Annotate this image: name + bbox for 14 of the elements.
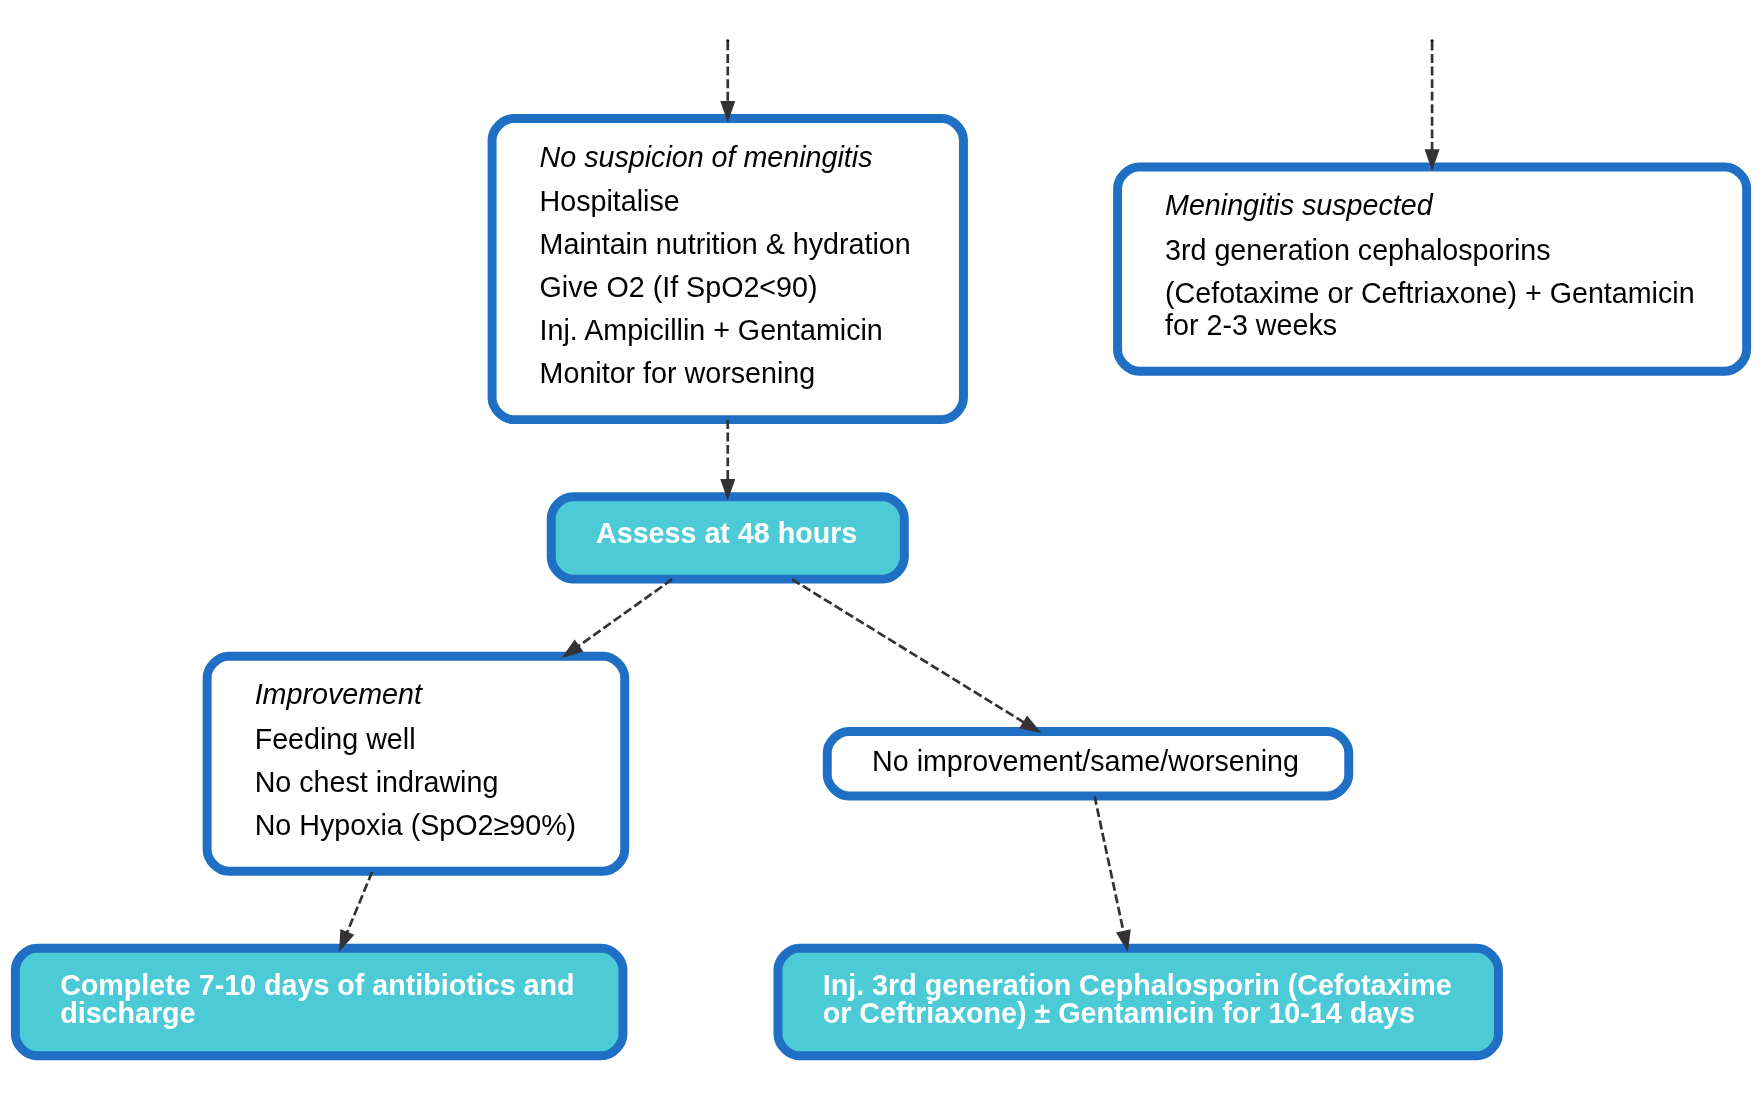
arrow: [1093, 795, 1131, 952]
arrow: [791, 578, 1042, 734]
arrow: [561, 578, 673, 659]
arrow: [1424, 41, 1440, 171]
node-box: Meningitis suspected 3rd generation cephalosporins (Cefotaxime or Ceftriaxone) + Gentamicin for 2-3 weeks: [1113, 162, 1752, 376]
node-box: Improvement Feeding well No chest indrawing No Hypoxia (SpO2≥90%): [202, 651, 630, 876]
node-box: Assess at 48 hours: [546, 492, 909, 584]
node-box: No suspicion of meningitis Hospitalise Maintain nutrition & hydration Give O2 (If SpO2<90) Inj. Ampicillin + Gentamicin Monitor for worsening: [487, 114, 968, 425]
arrow: [720, 419, 736, 501]
node-box: Inj. 3rd generation Cephalosporin (Cefotaxime or Ceftriaxone) ± Gentamicin for 10-14 days: [773, 943, 1503, 1061]
node-box: No improvement/same/worsening: [822, 726, 1354, 801]
node-box: Complete 7-10 days of antibiotics and discharge: [10, 943, 628, 1061]
arrow: [339, 871, 374, 952]
arrow: [720, 41, 736, 123]
